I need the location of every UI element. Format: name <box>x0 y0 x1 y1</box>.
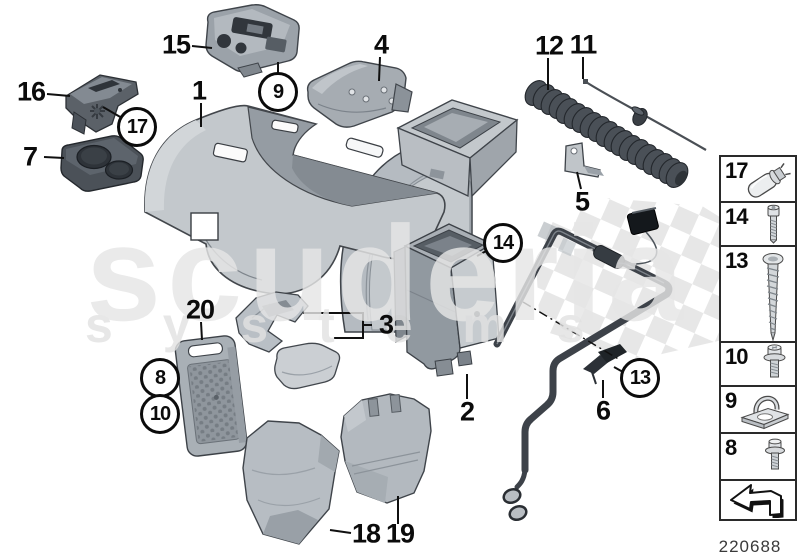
callout-15[interactable]: 15 <box>161 29 191 60</box>
callout-1[interactable]: 1 <box>191 75 207 106</box>
diagram-number: 220688 <box>718 537 782 556</box>
mounting-bracket-small <box>564 142 604 178</box>
sidebar-label-17: 17 <box>725 158 749 183</box>
actuating-rod <box>583 79 707 151</box>
leader-lines <box>43 45 624 534</box>
switch-trim-panel <box>205 4 300 78</box>
watermark-line1: scuderia <box>86 198 689 349</box>
callout-12[interactable]: 12 <box>534 30 564 61</box>
armrest-support <box>306 60 413 128</box>
callout-circled-8[interactable]: 8 <box>140 358 180 398</box>
sidebar-item-14[interactable]: 14 <box>719 201 797 247</box>
flange-bolt-small-icon <box>765 438 785 469</box>
callout-7[interactable]: 7 <box>22 141 38 172</box>
callout-2[interactable]: 2 <box>459 396 475 427</box>
machine-screw-icon <box>767 204 780 244</box>
sidebar-item-13[interactable]: 13 <box>719 245 797 343</box>
sidebar-item-10[interactable]: 10 <box>719 341 797 387</box>
sidebar-item-17[interactable]: 17 <box>719 155 797 203</box>
foam-panel-right <box>340 393 432 504</box>
direction-arrow-icon <box>730 484 784 518</box>
callout-5[interactable]: 5 <box>574 186 590 217</box>
fastener-clip <box>90 104 105 119</box>
watermark-line2: s y s t e m s <box>85 297 603 353</box>
callout-4[interactable]: 4 <box>373 29 389 60</box>
console-shell <box>144 104 446 295</box>
tapping-screw-icon <box>762 253 784 342</box>
sidebar-item-9[interactable]: 9 <box>719 385 797 434</box>
callout-16[interactable]: 16 <box>16 76 46 107</box>
coil-spring <box>520 75 693 193</box>
foam-panel-left <box>242 420 340 545</box>
retaining-clip <box>583 344 627 385</box>
cable-connector <box>617 207 659 265</box>
callout-circled-17[interactable]: 17 <box>117 107 157 147</box>
callout-6[interactable]: 6 <box>595 395 611 426</box>
cage-nut-icon <box>740 395 790 429</box>
watermark-text: scuderia s y s t e m s <box>85 198 689 353</box>
callout-circled-9[interactable]: 9 <box>258 72 298 112</box>
callout-19[interactable]: 19 <box>385 518 415 549</box>
sidebar-label-8: 8 <box>725 435 737 460</box>
cupholder-insert <box>60 135 144 192</box>
sidebar-label-13: 13 <box>725 248 749 273</box>
sidebar-item-8[interactable]: 8 <box>719 432 797 481</box>
callout-11[interactable]: 11 <box>569 29 598 60</box>
callout-circled-10[interactable]: 10 <box>140 394 180 434</box>
sidebar-label-10: 10 <box>725 344 749 369</box>
callout-3[interactable]: 3 <box>378 309 394 340</box>
damper-icon <box>747 163 791 198</box>
callout-circled-13[interactable]: 13 <box>620 358 660 398</box>
sidebar-label-14: 14 <box>725 204 749 229</box>
flange-bolt-icon <box>763 344 786 378</box>
sidebar-label-9: 9 <box>725 388 737 413</box>
trim-pieces <box>235 291 341 390</box>
armrest-tray <box>396 99 519 198</box>
carrier-panel <box>174 335 248 457</box>
sidebar-item-arrow[interactable] <box>719 479 797 521</box>
rear-bracket <box>65 74 139 135</box>
callout-18[interactable]: 18 <box>351 518 381 549</box>
callout-20[interactable]: 20 <box>185 294 215 325</box>
fastener-sidebar: 17 14 13 <box>719 155 797 521</box>
callout-circled-14[interactable]: 14 <box>483 223 523 263</box>
